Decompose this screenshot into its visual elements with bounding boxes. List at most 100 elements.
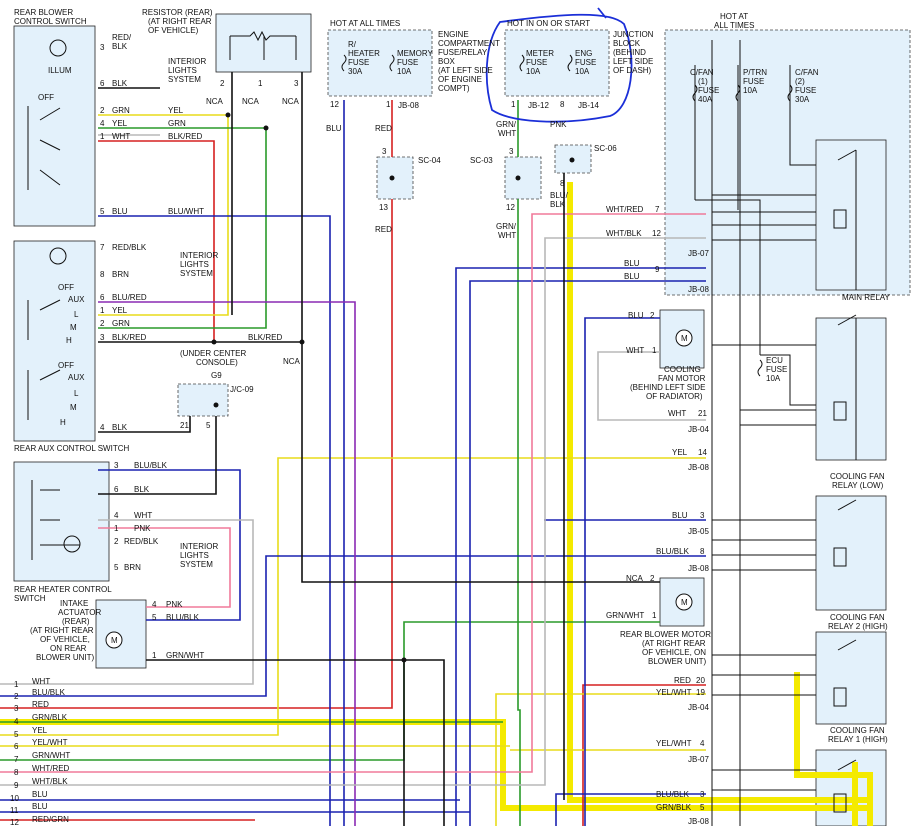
label: (BEHIND: [613, 48, 646, 57]
pin-label: RED: [32, 700, 49, 709]
label: OFF: [58, 283, 74, 292]
pin-label: 9: [655, 265, 660, 274]
label: L: [74, 389, 79, 398]
label: AUX: [68, 295, 85, 304]
pin-label: 7: [100, 243, 105, 252]
rear-aux-switch-box: [13, 240, 96, 442]
label: JB-05: [688, 527, 709, 536]
label: OFF: [58, 361, 74, 370]
label: NCA: [283, 357, 301, 366]
pin-label: 2: [100, 106, 105, 115]
pin-label: 21: [698, 409, 707, 418]
pin-label: 4: [700, 739, 705, 748]
label: ENG: [575, 49, 592, 58]
label: METER: [526, 49, 554, 58]
pin-label: WHT: [626, 346, 644, 355]
pin-label: RED: [674, 676, 691, 685]
label: REAR BLOWER: [14, 8, 73, 17]
rear-heater-switch-box: [13, 461, 110, 582]
pin-label: 3: [509, 147, 514, 156]
label: FUSE: [766, 365, 787, 374]
pin-label: PNK: [134, 524, 151, 533]
label: M: [70, 323, 77, 332]
pin-label: GRN/WHT: [166, 651, 204, 660]
pin-label: 12: [10, 818, 19, 826]
pin-label: BLU/: [550, 191, 569, 200]
pin-label: 2: [220, 79, 225, 88]
pin-label: BLU/BLK: [166, 613, 200, 622]
pin-label: BLU/WHT: [168, 207, 204, 216]
pin-label: BLU: [32, 802, 48, 811]
label: RELAY 2 (HIGH): [828, 622, 888, 631]
label: OF ENGINE: [438, 75, 482, 84]
pin-label: 5: [152, 613, 157, 622]
pin-label: NCA: [626, 574, 644, 583]
pin-label: 13: [379, 203, 388, 212]
pin-label: 1: [100, 132, 105, 141]
pin-label: 20: [696, 676, 705, 685]
label: CONTROL SWITCH: [14, 17, 87, 26]
label: H: [66, 336, 72, 345]
pin-label: 7: [14, 755, 19, 764]
label: REAR AUX CONTROL SWITCH: [14, 444, 129, 453]
pin-label: YEL: [112, 306, 128, 315]
sc04-box: [376, 156, 414, 200]
label: OF VEHICLE,: [40, 635, 90, 644]
resistor-symbol: [230, 30, 296, 42]
pin-label: 5: [700, 803, 705, 812]
label: G9: [211, 371, 222, 380]
pin-label: GRN/WHT: [32, 751, 70, 760]
label: LIGHTS: [180, 551, 209, 560]
pin-label: 4: [100, 119, 105, 128]
pin-label: GRN/BLK: [32, 713, 68, 722]
label: (UNDER CENTER: [180, 349, 246, 358]
wires: [0, 72, 706, 826]
pin-label: GRN: [112, 106, 130, 115]
pin-label: 4: [114, 511, 119, 520]
label: COMPT): [438, 84, 470, 93]
pin-label: 1: [14, 680, 19, 689]
pin-label: 3: [114, 461, 119, 470]
pin-label: YEL: [112, 119, 128, 128]
pin-label: 8: [700, 547, 705, 556]
pin-label: 11: [10, 806, 19, 815]
pin-label: WHT: [134, 511, 152, 520]
label: (1): [698, 77, 708, 86]
label: 10A: [526, 67, 541, 76]
label: J/C-09: [230, 385, 254, 394]
pin-label: 5: [100, 207, 105, 216]
pin-label: BLU/BLK: [134, 461, 168, 470]
pin-label: RED/GRN: [32, 815, 69, 824]
label: (AT RIGHT REAR: [30, 626, 94, 635]
label: FAN MOTOR: [658, 374, 706, 383]
label: COMPARTMENT: [438, 39, 500, 48]
label: SWITCH: [14, 594, 46, 603]
pin-label: 8: [560, 100, 565, 109]
label: FUSE/RELAY: [438, 48, 488, 57]
pin-label: GRN/: [496, 222, 517, 231]
label: 10A: [575, 67, 590, 76]
pin-label: 6: [14, 742, 19, 751]
label: P/TRN: [743, 68, 767, 77]
pin-label: BLK/RED: [248, 333, 282, 342]
pin-label: WHT/RED: [32, 764, 70, 773]
label: 30A: [348, 67, 363, 76]
label: FUSE: [526, 58, 547, 67]
label: HOT IN ON OR START: [507, 19, 590, 28]
label: (REAR): [62, 617, 90, 626]
pin-label: BLU: [112, 207, 128, 216]
pin-label: 1: [386, 100, 391, 109]
pin-label: 3: [382, 147, 387, 156]
label: OF VEHICLE): [148, 26, 199, 35]
pin-label: YEL: [168, 106, 184, 115]
label: L: [74, 310, 79, 319]
label: JUNCTION: [613, 30, 654, 39]
pin-label: BLK: [112, 42, 128, 51]
pin-label: YEL/WHT: [656, 688, 692, 697]
pin-label: 1: [511, 100, 516, 109]
relay-wiring: [694, 40, 857, 826]
label: COOLING FAN: [830, 472, 885, 481]
pin-label: PNK: [166, 600, 183, 609]
pin-label: PNK: [550, 120, 567, 129]
pin-label: WHT/BLK: [606, 229, 642, 238]
